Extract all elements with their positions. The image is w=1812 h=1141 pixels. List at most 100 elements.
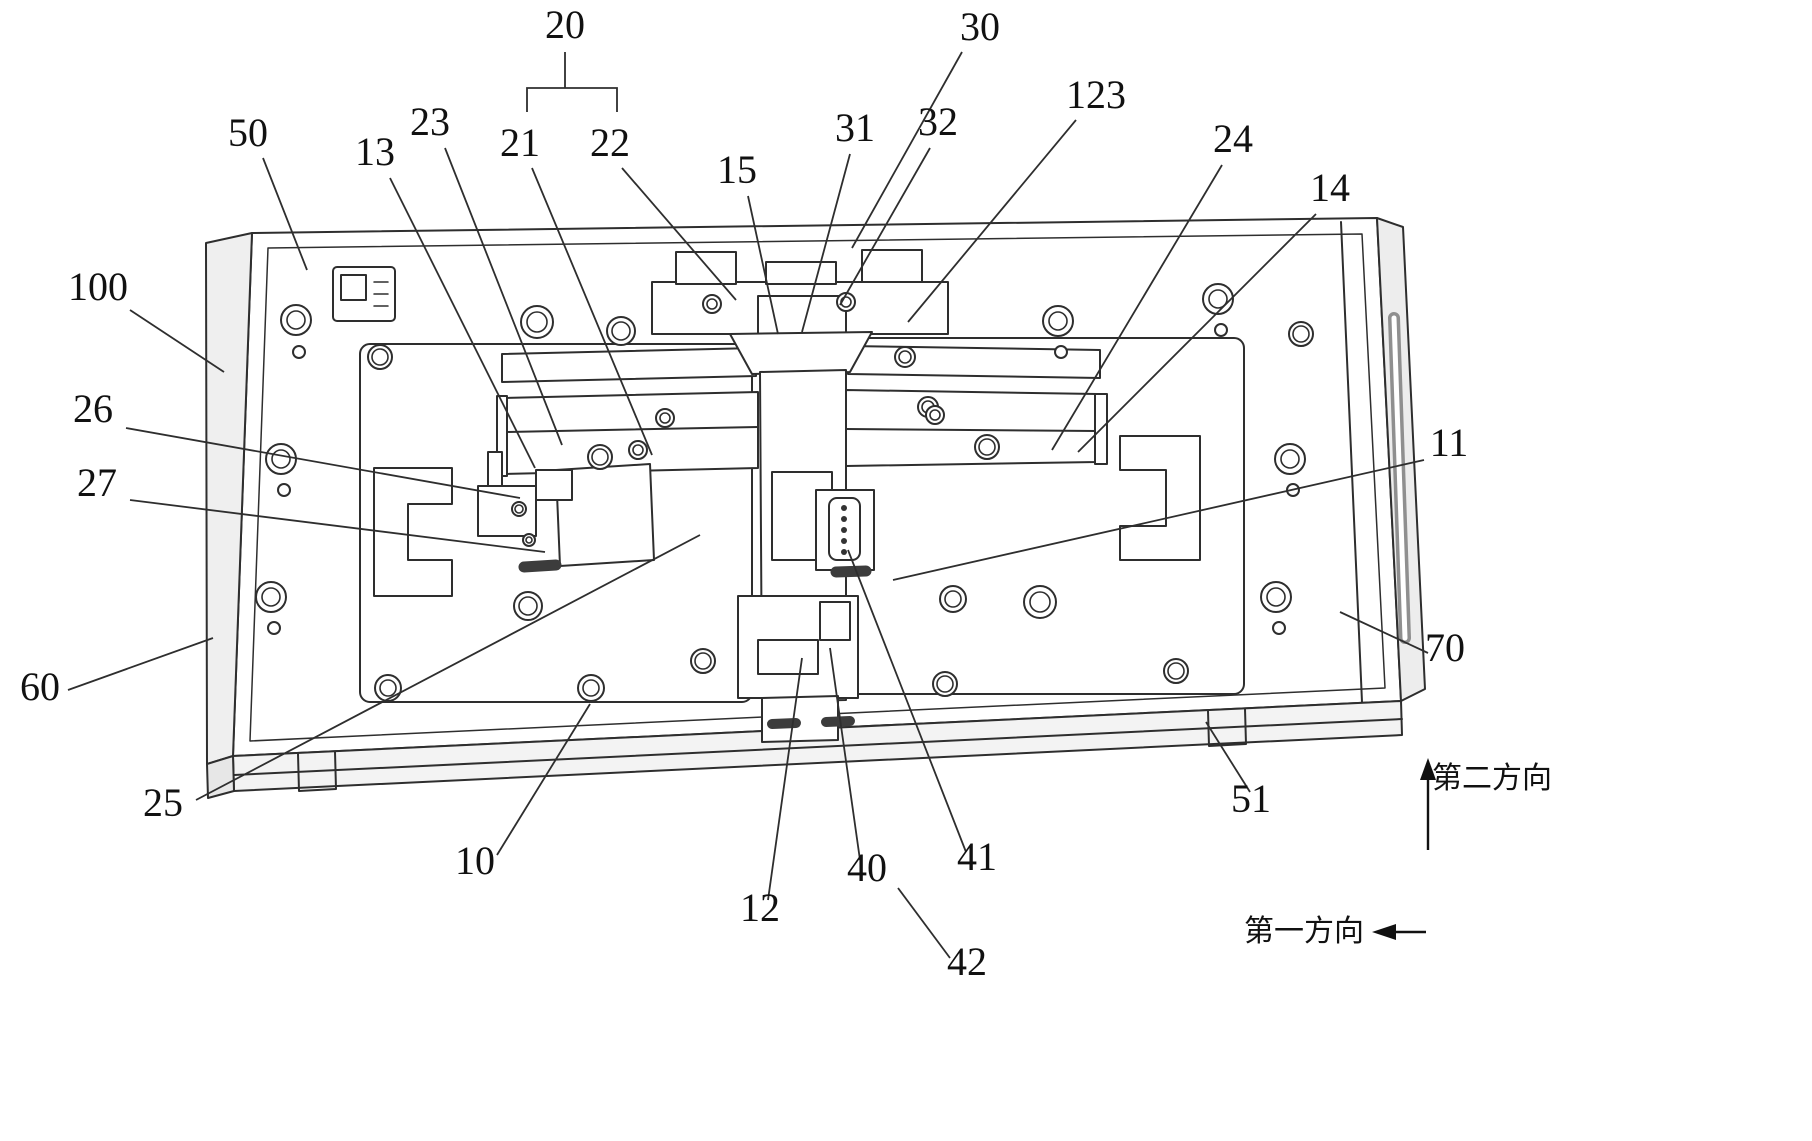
- nameplate: [332, 266, 396, 322]
- screw-hole: [267, 621, 281, 635]
- leader-line-42: [897, 887, 951, 959]
- leader-line-10: [496, 703, 591, 856]
- top-bracket: [651, 249, 949, 375]
- right-arm: [845, 389, 1108, 467]
- left-island: [373, 467, 453, 597]
- ref-label-70: 70: [1425, 625, 1465, 670]
- screw-hole-inner: [286, 310, 306, 330]
- screw-hole-inner: [1029, 591, 1051, 613]
- plate-bottom-left-face: [206, 755, 235, 799]
- screw-hole-inner: [936, 675, 954, 693]
- screw-hole: [655, 408, 675, 428]
- ref-label-10: 10: [455, 838, 495, 883]
- ref-label-25: 25: [143, 780, 183, 825]
- ref-label-100: 100: [68, 264, 128, 309]
- leader-line-40: [829, 647, 861, 861]
- ref-label-60: 60: [20, 664, 60, 709]
- screw-hole: [511, 501, 527, 517]
- ref-label-21: 21: [500, 120, 540, 165]
- screw-hole: [628, 440, 648, 460]
- direction-arrow-head-1: [1372, 924, 1396, 940]
- ref-label-30: 30: [960, 4, 1000, 49]
- screw-hole-inner: [706, 298, 718, 310]
- leader-line-14: [1077, 213, 1317, 453]
- screw-hole: [522, 533, 536, 547]
- leader-line-51: [1205, 721, 1251, 793]
- screw-hole: [292, 345, 306, 359]
- leader-line-11: [892, 459, 1425, 581]
- ref-label-41: 41: [957, 834, 997, 879]
- screw-hole: [1260, 581, 1292, 613]
- screw-hole-inner: [1208, 289, 1228, 309]
- screw-hole: [1274, 443, 1306, 475]
- ref-label-26: 26: [73, 386, 113, 431]
- bottom-tab: [737, 595, 859, 743]
- ref-label-11: 11: [1430, 420, 1469, 465]
- ref-label-31: 31: [835, 105, 875, 150]
- screw-hole: [1214, 323, 1228, 337]
- leader-line-123: [907, 119, 1077, 323]
- leader-line-31: [801, 153, 851, 333]
- direction-arrow-head-0: [1420, 758, 1436, 780]
- screw-hole-inner: [271, 449, 291, 469]
- screw-hole: [265, 443, 297, 475]
- ref-label-40: 40: [847, 845, 887, 890]
- screw-hole: [277, 483, 291, 497]
- ref-label-14: 14: [1310, 165, 1350, 210]
- leader-line-12: [767, 657, 803, 901]
- left-pocket: [359, 343, 753, 703]
- leader-line-100: [129, 309, 225, 373]
- direction-label-0: 第二方向: [1432, 762, 1552, 795]
- ref-label-50: 50: [228, 110, 268, 155]
- ref-label-51: 51: [1231, 776, 1271, 821]
- screw-hole: [280, 304, 312, 336]
- left-arm: [496, 391, 759, 477]
- screw-hole-inner: [379, 679, 397, 697]
- screw-hole: [894, 346, 916, 368]
- screw-hole-inner: [944, 590, 962, 608]
- leader-line-27: [129, 499, 546, 553]
- connector-block: [815, 489, 875, 578]
- screw-hole: [577, 674, 605, 702]
- ref-label-123: 123: [1066, 72, 1126, 117]
- ref-label-32: 32: [918, 99, 958, 144]
- screw-hole: [1042, 305, 1074, 337]
- screw-hole-inner: [1266, 587, 1286, 607]
- screw-hole: [374, 674, 402, 702]
- screw-hole: [513, 591, 543, 621]
- leader-line-41: [847, 549, 967, 853]
- leader-line-15: [747, 195, 779, 335]
- screw-hole-inner: [1167, 662, 1185, 680]
- screw-hole-inner: [694, 652, 712, 670]
- screw-hole-inner: [929, 409, 941, 421]
- right-island: [1119, 435, 1201, 561]
- screw-hole: [939, 585, 967, 613]
- screw-hole-inner: [611, 321, 631, 341]
- leader-line-70: [1339, 611, 1429, 654]
- screw-hole-inner: [978, 438, 996, 456]
- screw-hole-inner: [525, 536, 533, 544]
- leader-line-60: [67, 637, 214, 691]
- ref-label-42: 42: [947, 939, 987, 984]
- screw-hole-inner: [1280, 449, 1300, 469]
- fixture-drawing: [205, 217, 1426, 799]
- screw-hole: [255, 581, 287, 613]
- ref-label-22: 22: [590, 120, 630, 165]
- leader-lines: [67, 51, 1429, 959]
- screw-holes: [255, 283, 1314, 702]
- ref-label-24: 24: [1213, 116, 1253, 161]
- direction-label-1: 第一方向: [1244, 915, 1364, 948]
- leader-line-26: [125, 427, 521, 499]
- leader-line-13: [389, 177, 536, 469]
- screw-hole-inner: [1048, 311, 1068, 331]
- screw-hole-inner: [514, 504, 524, 514]
- screw-hole-inner: [591, 448, 609, 466]
- leader-line-32: [839, 147, 931, 306]
- screw-hole-inner: [518, 596, 538, 616]
- screw-hole: [1054, 345, 1068, 359]
- ref-label-13: 13: [355, 129, 395, 174]
